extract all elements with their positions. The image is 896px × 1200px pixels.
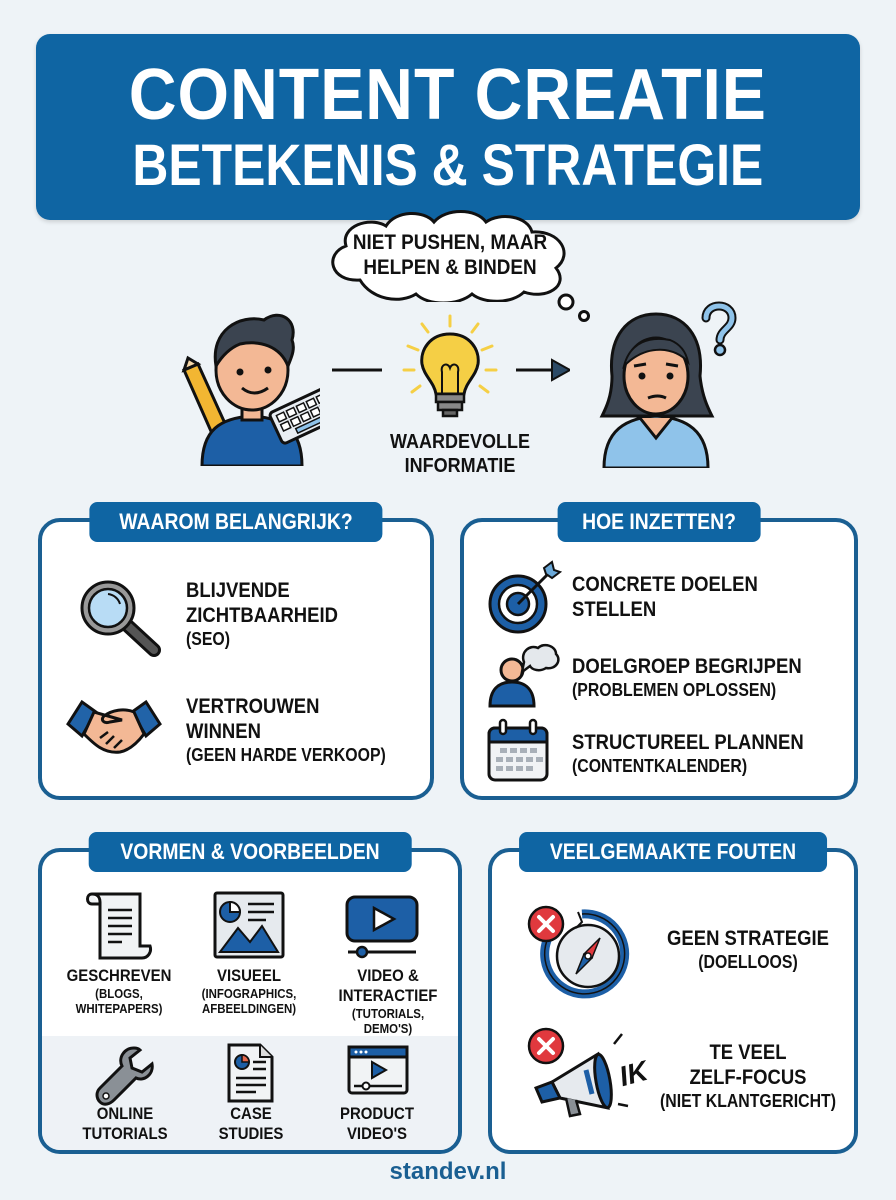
target-icon: [488, 560, 562, 634]
mistake-item-2: TE VEEL ZELF-FOCUS (NIET KLANTGERICHT): [660, 1041, 836, 1111]
magnifier-icon: [80, 580, 161, 657]
how-item-3: STRUCTUREEL PLANNEN (CONTENTKALENDER): [572, 731, 804, 776]
wrench-icon: [95, 1046, 154, 1106]
title-line-1: CONTENT CREATIE: [128, 55, 768, 135]
browser-video-icon: [347, 1045, 409, 1095]
lightbulb-icon: [402, 314, 498, 418]
panel-mistakes: VEELGEMAAKTE FOUTEN GEEN STRATEGIE (DOEL…: [488, 832, 858, 1154]
panel-why: WAAROM BELANGRIJK? BLIJVENDE ZICHTBAARHE…: [38, 502, 434, 800]
scroll-document-icon: [86, 892, 152, 960]
form-written: GESCHREVEN (BLOGS, WHITEPAPERS): [66, 966, 172, 1016]
title-line-2: BETEKENIS & STRATEGIE: [132, 133, 764, 198]
question-icon: [701, 301, 737, 357]
panel-forms-title: VORMEN & VOORBEELDEN: [88, 832, 412, 872]
footer-site-link[interactable]: standev.nl: [389, 1158, 507, 1185]
why-item-2: VERTROUWEN WINNEN (GEEN HARDE VERKOOP): [186, 695, 386, 765]
center-label-line-2: INFORMATIE: [404, 455, 516, 477]
calendar-icon: [487, 718, 549, 782]
mistake-item-1: GEEN STRATEGIE (DOELLOOS): [667, 927, 829, 972]
audience-person-icon: [599, 301, 737, 468]
form-case-studies: CASE STUDIES: [218, 1104, 284, 1143]
keyboard-icon: [268, 382, 320, 445]
case-document-icon: [227, 1043, 274, 1103]
form-visual: VISUEEL (INFOGRAPHICS, AFBEELDINGEN): [201, 966, 297, 1016]
center-label: WAARDEVOLLE INFORMATIE: [370, 430, 550, 478]
error-x-icon: [527, 905, 565, 943]
how-item-2: DOELGROEP BEGRIJPEN (PROBLEMEN OPLOSSEN): [572, 655, 802, 700]
form-video: VIDEO & INTERACTIEF (TUTORIALS, DEMO'S): [338, 966, 438, 1036]
creator-person-icon: [181, 313, 320, 466]
form-online-tutorials: ONLINE TUTORIALS: [82, 1104, 168, 1143]
panel-how: HOE INZETTEN? CONCRETE DOELEN STELLEN DO…: [460, 502, 858, 800]
why-item-1: BLIJVENDE ZICHTBAARHEID (SEO): [186, 579, 338, 649]
how-item-1: CONCRETE DOELEN STELLEN: [572, 573, 758, 621]
handshake-icon: [66, 699, 162, 754]
idea-flow-graphic: [332, 314, 570, 418]
panel-mistakes-title: VEELGEMAAKTE FOUTEN: [519, 832, 827, 872]
megaphone-icon: IK: [527, 1027, 653, 1118]
thought-bubble: NIET PUSHEN, MAAR HELPEN & BINDEN: [320, 210, 580, 302]
person-speech-icon: [488, 643, 560, 708]
title-banner: CONTENT CREATIE BETEKENIS & STRATEGIE: [36, 34, 860, 220]
panel-forms: VORMEN & VOORBEELDEN GESCHREVEN (BLOGS, …: [38, 832, 462, 1154]
infographic-icon: [213, 891, 285, 959]
broken-compass-icon: [527, 905, 630, 999]
thought-line-1: NIET PUSHEN, MAAR: [352, 231, 548, 254]
center-label-line-1: WAARDEVOLLE: [389, 431, 531, 453]
panel-why-title: WAAROM BELANGRIJK?: [89, 502, 383, 542]
thought-dots-icon: [557, 293, 590, 322]
video-player-icon: [345, 895, 419, 959]
thought-line-2: HELPEN & BINDEN: [363, 256, 537, 279]
form-product-videos: PRODUCT VIDEO'S: [340, 1104, 414, 1143]
error-x-icon: [527, 1027, 565, 1065]
panel-how-title: HOE INZETTEN?: [557, 502, 761, 542]
